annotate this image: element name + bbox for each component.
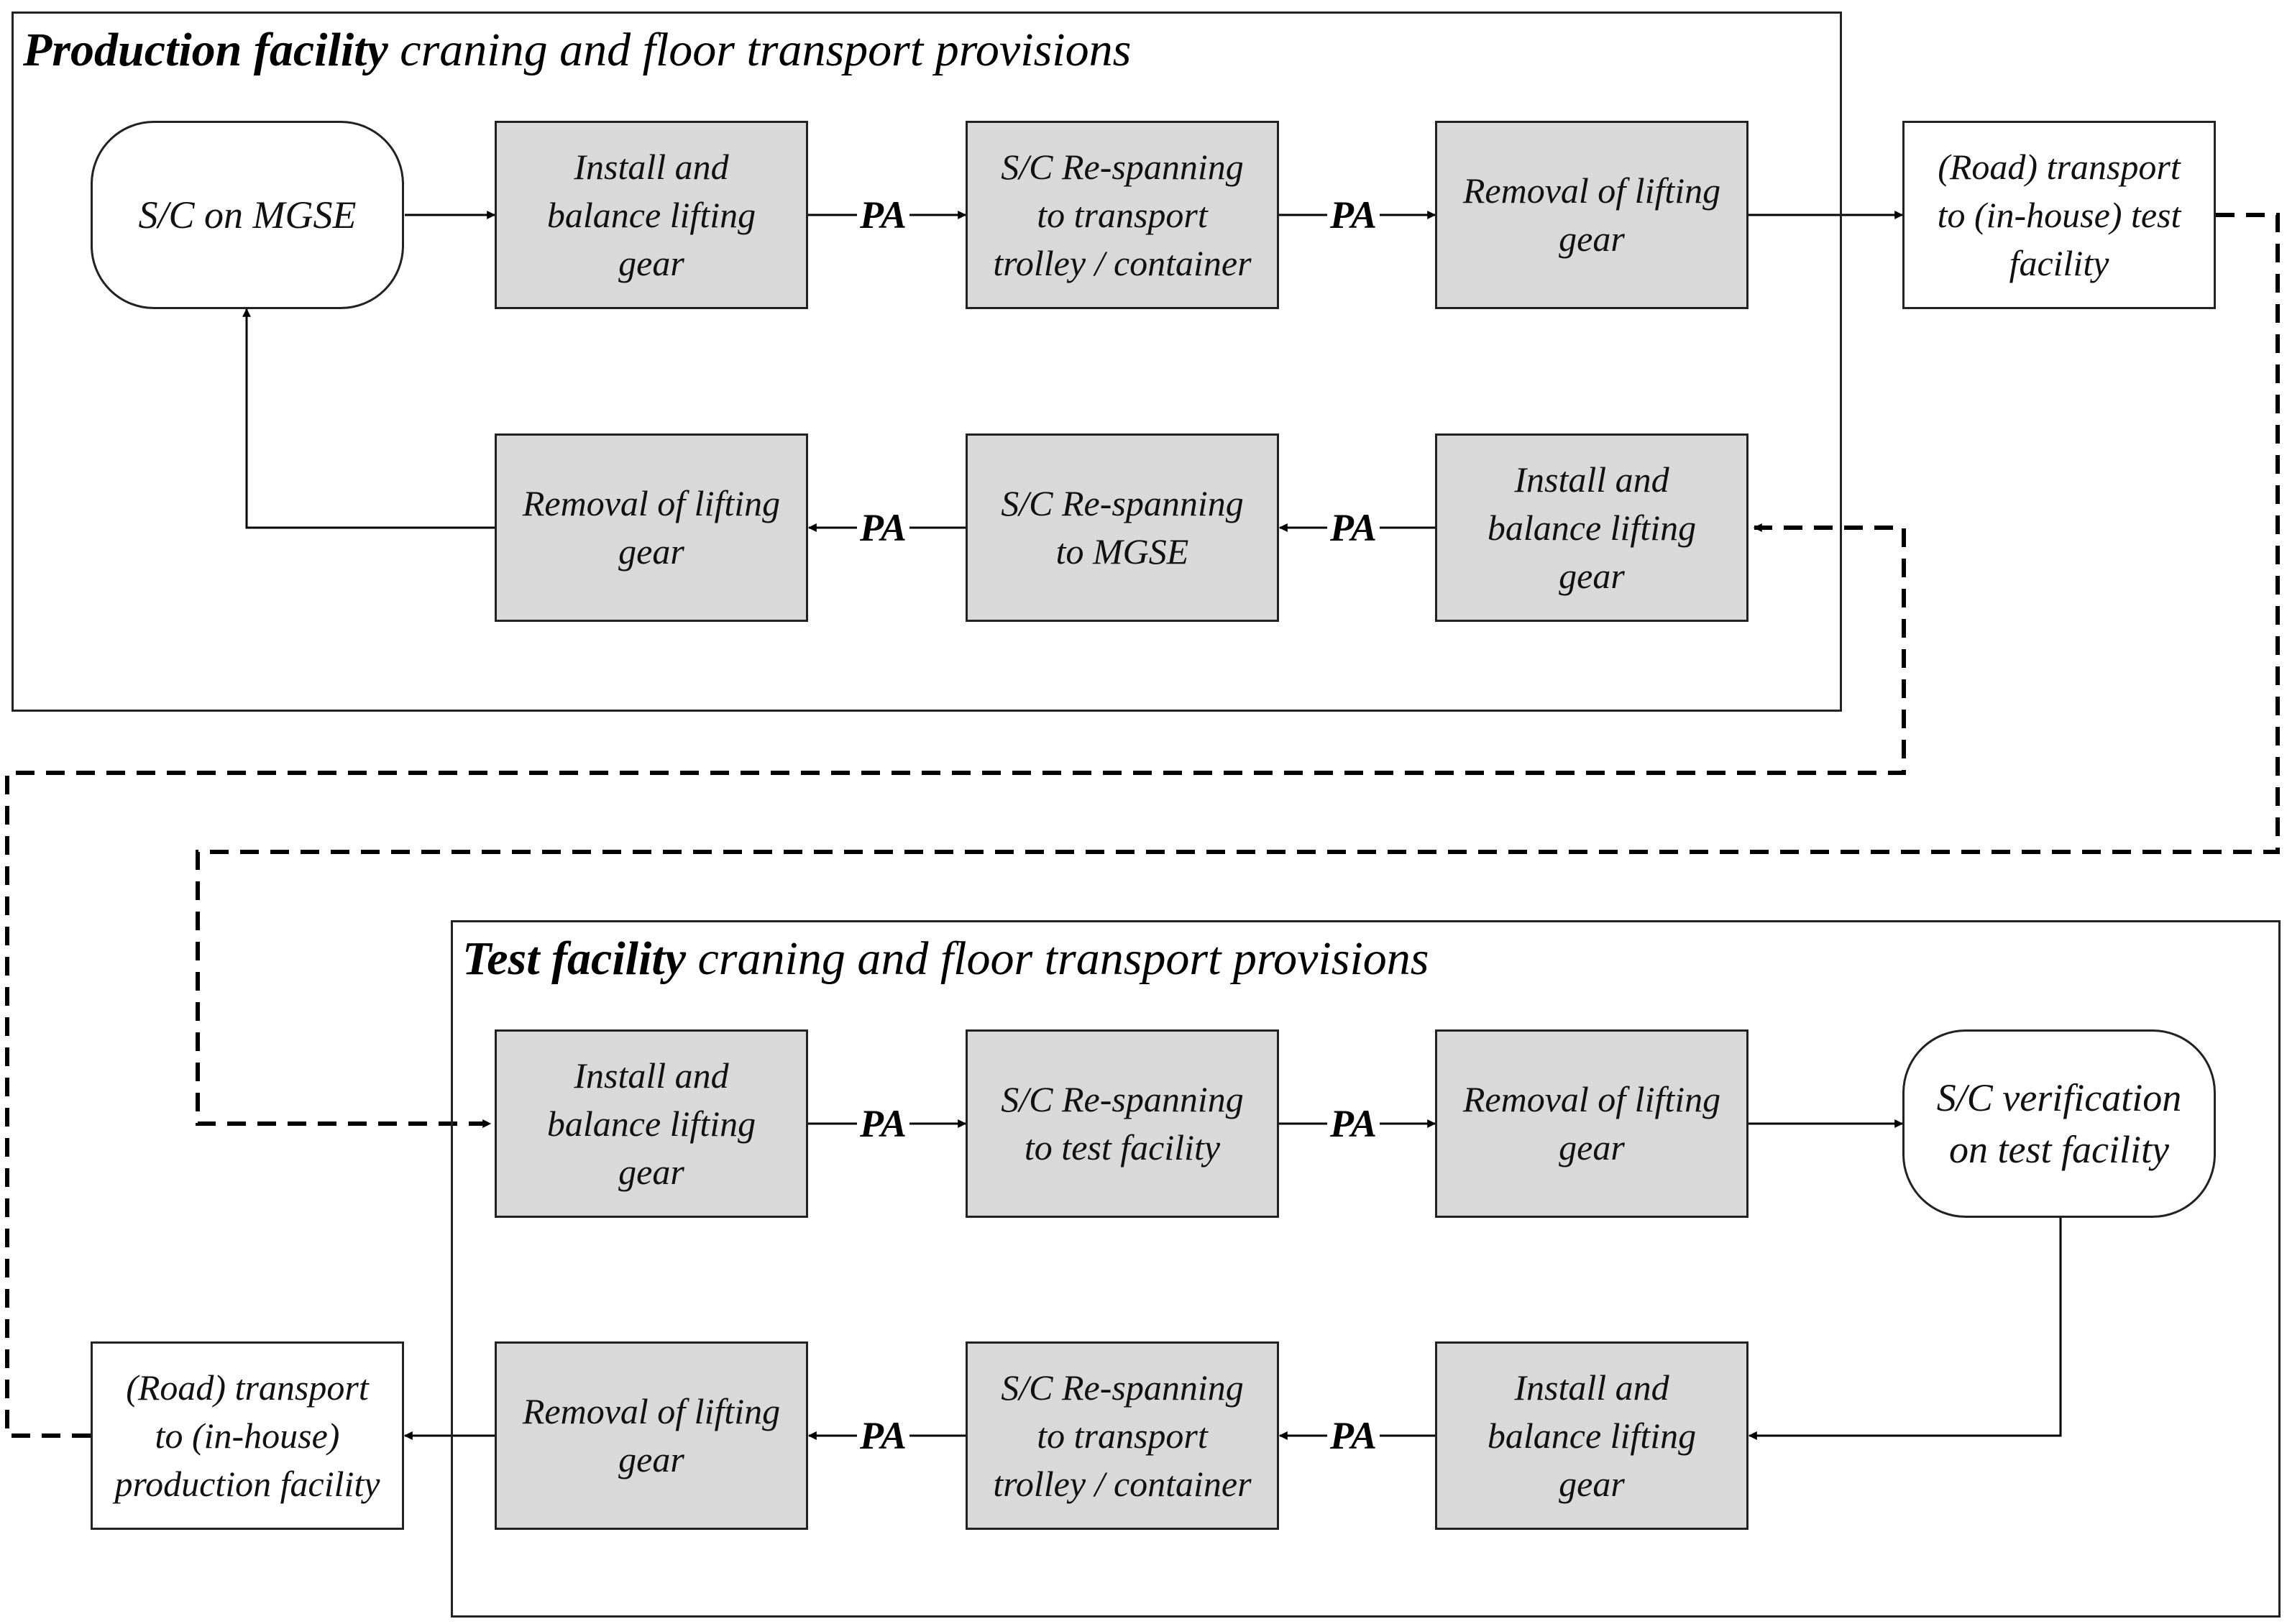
arrow-verification-to-install bbox=[1748, 1216, 2062, 1440]
respanning-to-mgse-step: S/C Re-spanning to MGSE bbox=[966, 433, 1279, 622]
arrow-removal-to-mgse bbox=[242, 308, 495, 529]
pa-label: PA bbox=[1327, 508, 1380, 547]
pa-label: PA bbox=[1327, 1416, 1380, 1455]
install-lifting-gear-step: Install and balance lifting gear bbox=[495, 121, 808, 309]
dashed-road-to-production-install bbox=[5, 523, 1906, 1438]
respanning-to-trolley-step: S/C Re-spanning to transport trolley / c… bbox=[966, 1341, 1279, 1530]
install-lifting-gear-step: Install and balance lifting gear bbox=[1435, 1341, 1749, 1530]
removal-lifting-gear-step: Removal of lifting gear bbox=[495, 1341, 808, 1530]
pa-label: PA bbox=[857, 1104, 909, 1143]
sc-verification-state: S/C verification on test facility bbox=[1902, 1029, 2216, 1218]
pa-label: PA bbox=[857, 196, 909, 234]
dashed-road-to-test-install bbox=[196, 213, 2280, 1128]
production-facility-frame bbox=[12, 12, 1842, 712]
test-facility-title: Test facility craning and floor transpor… bbox=[462, 932, 1429, 985]
pa-label: PA bbox=[1327, 196, 1380, 234]
removal-lifting-gear-step: Removal of lifting gear bbox=[495, 433, 808, 622]
production-facility-title: Production facility craning and floor tr… bbox=[23, 24, 1132, 76]
road-transport-to-test-step: (Road) transport to (in-house) test faci… bbox=[1902, 121, 2216, 309]
pa-label: PA bbox=[1327, 1104, 1380, 1143]
pa-label: PA bbox=[857, 508, 909, 547]
removal-lifting-gear-step: Removal of lifting gear bbox=[1435, 1029, 1749, 1218]
install-lifting-gear-step: Install and balance lifting gear bbox=[495, 1029, 808, 1218]
sc-on-mgse-state: S/C on MGSE bbox=[91, 121, 404, 309]
respanning-to-trolley-step: S/C Re-spanning to transport trolley / c… bbox=[966, 121, 1279, 309]
pa-label: PA bbox=[857, 1416, 909, 1455]
road-transport-to-production-step: (Road) transport to (in-house) productio… bbox=[91, 1341, 404, 1530]
respanning-to-test-facility-step: S/C Re-spanning to test facility bbox=[966, 1029, 1279, 1218]
test-facility-frame bbox=[451, 920, 2281, 1618]
install-lifting-gear-step: Install and balance lifting gear bbox=[1435, 433, 1749, 622]
removal-lifting-gear-step: Removal of lifting gear bbox=[1435, 121, 1749, 309]
